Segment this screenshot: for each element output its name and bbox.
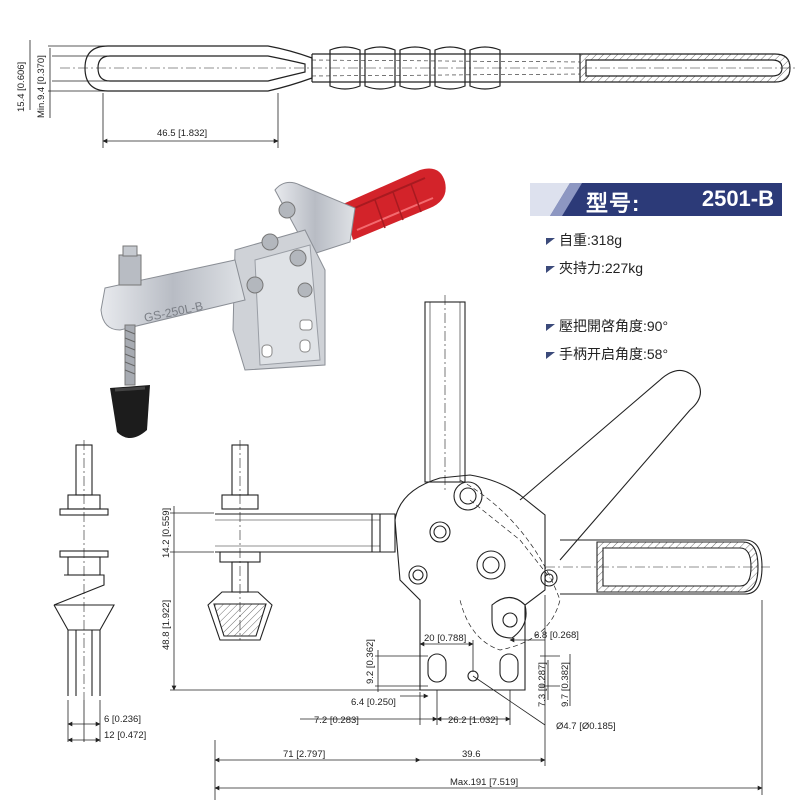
steel-handle bbox=[274, 181, 356, 256]
dim-48-8: 48.8 [1.922] bbox=[161, 600, 172, 650]
dim-12: 12 [0.472] bbox=[104, 730, 146, 741]
dim-15-4: 15.4 [0.606] bbox=[16, 62, 27, 112]
spec-weight-text: 自重:318g bbox=[559, 232, 623, 248]
dim-46-5: 46.5 [1.832] bbox=[157, 128, 207, 139]
model-bar-background bbox=[530, 183, 782, 216]
product-photo: GS-250L-B bbox=[100, 168, 446, 439]
rivet bbox=[289, 249, 307, 267]
rivet bbox=[278, 201, 296, 219]
dim-7-2: 7.2 [0.283] bbox=[314, 715, 359, 726]
bullet-triangle-icon bbox=[546, 351, 555, 359]
side-view-drawing bbox=[53, 295, 770, 700]
model-value: 2501-B bbox=[701, 186, 774, 211]
dim-14-2: 14.2 [0.559] bbox=[161, 508, 172, 558]
bullet-triangle-icon bbox=[546, 323, 555, 331]
spec-bar-open-angle-text: 壓把開啓角度:90° bbox=[559, 318, 669, 334]
dim-4-7: Ø4.7 [Ø0.185] bbox=[556, 721, 616, 732]
dim-26-2: 26.2 [1.032] bbox=[448, 715, 498, 726]
dim-9-7: 9.7 [0.382] bbox=[560, 662, 571, 707]
model-bar: 型号: 2501-B bbox=[530, 183, 782, 216]
dim-7-3: 7.3 [0.287] bbox=[537, 662, 548, 707]
dim-min-9-4: Min.9.4 [0.370] bbox=[36, 55, 47, 118]
dim-39-6: 39.6 bbox=[462, 749, 481, 760]
spec-handle-open-angle-text: 手柄开启角度:58° bbox=[559, 346, 669, 362]
red-handle-grip bbox=[343, 168, 446, 240]
bullet-triangle-icon bbox=[546, 265, 555, 273]
top-dimension-lines bbox=[29, 40, 279, 148]
clamp-bar bbox=[100, 259, 246, 331]
spec-bar-open-angle: 壓把開啓角度:90° bbox=[546, 316, 668, 336]
rubber-tip bbox=[110, 385, 150, 439]
bullet-triangle-icon bbox=[546, 237, 555, 245]
rivet bbox=[297, 282, 313, 298]
dim-20: 20 [0.788] bbox=[424, 633, 466, 644]
dim-9-2: 9.2 [0.362] bbox=[365, 639, 376, 684]
spec-handle-open-angle: 手柄开启角度:58° bbox=[546, 344, 668, 364]
spec-weight: 自重:318g bbox=[546, 230, 622, 250]
spec-clamp-force-text: 夾持力:227kg bbox=[559, 260, 644, 276]
model-label: 型号: bbox=[586, 191, 641, 216]
dim-6: 6 [0.236] bbox=[104, 714, 141, 725]
rivet bbox=[261, 233, 279, 251]
spec-clamp-force: 夾持力:227kg bbox=[546, 258, 643, 278]
rivet bbox=[246, 276, 264, 294]
dim-6-4: 6.4 [0.250] bbox=[351, 697, 396, 708]
bottom-dimension-lines bbox=[67, 506, 763, 800]
dim-max-191: Max.191 [7.519] bbox=[450, 777, 518, 788]
handle-top-view bbox=[60, 45, 795, 92]
dim-6-8: 6.8 [0.268] bbox=[534, 630, 579, 641]
dim-71: 71 [2.797] bbox=[283, 749, 325, 760]
spec-panel: 型号: 2501-B 自重:318g 夾持力:227kg 壓把開啓角度:90° … bbox=[530, 183, 782, 362]
